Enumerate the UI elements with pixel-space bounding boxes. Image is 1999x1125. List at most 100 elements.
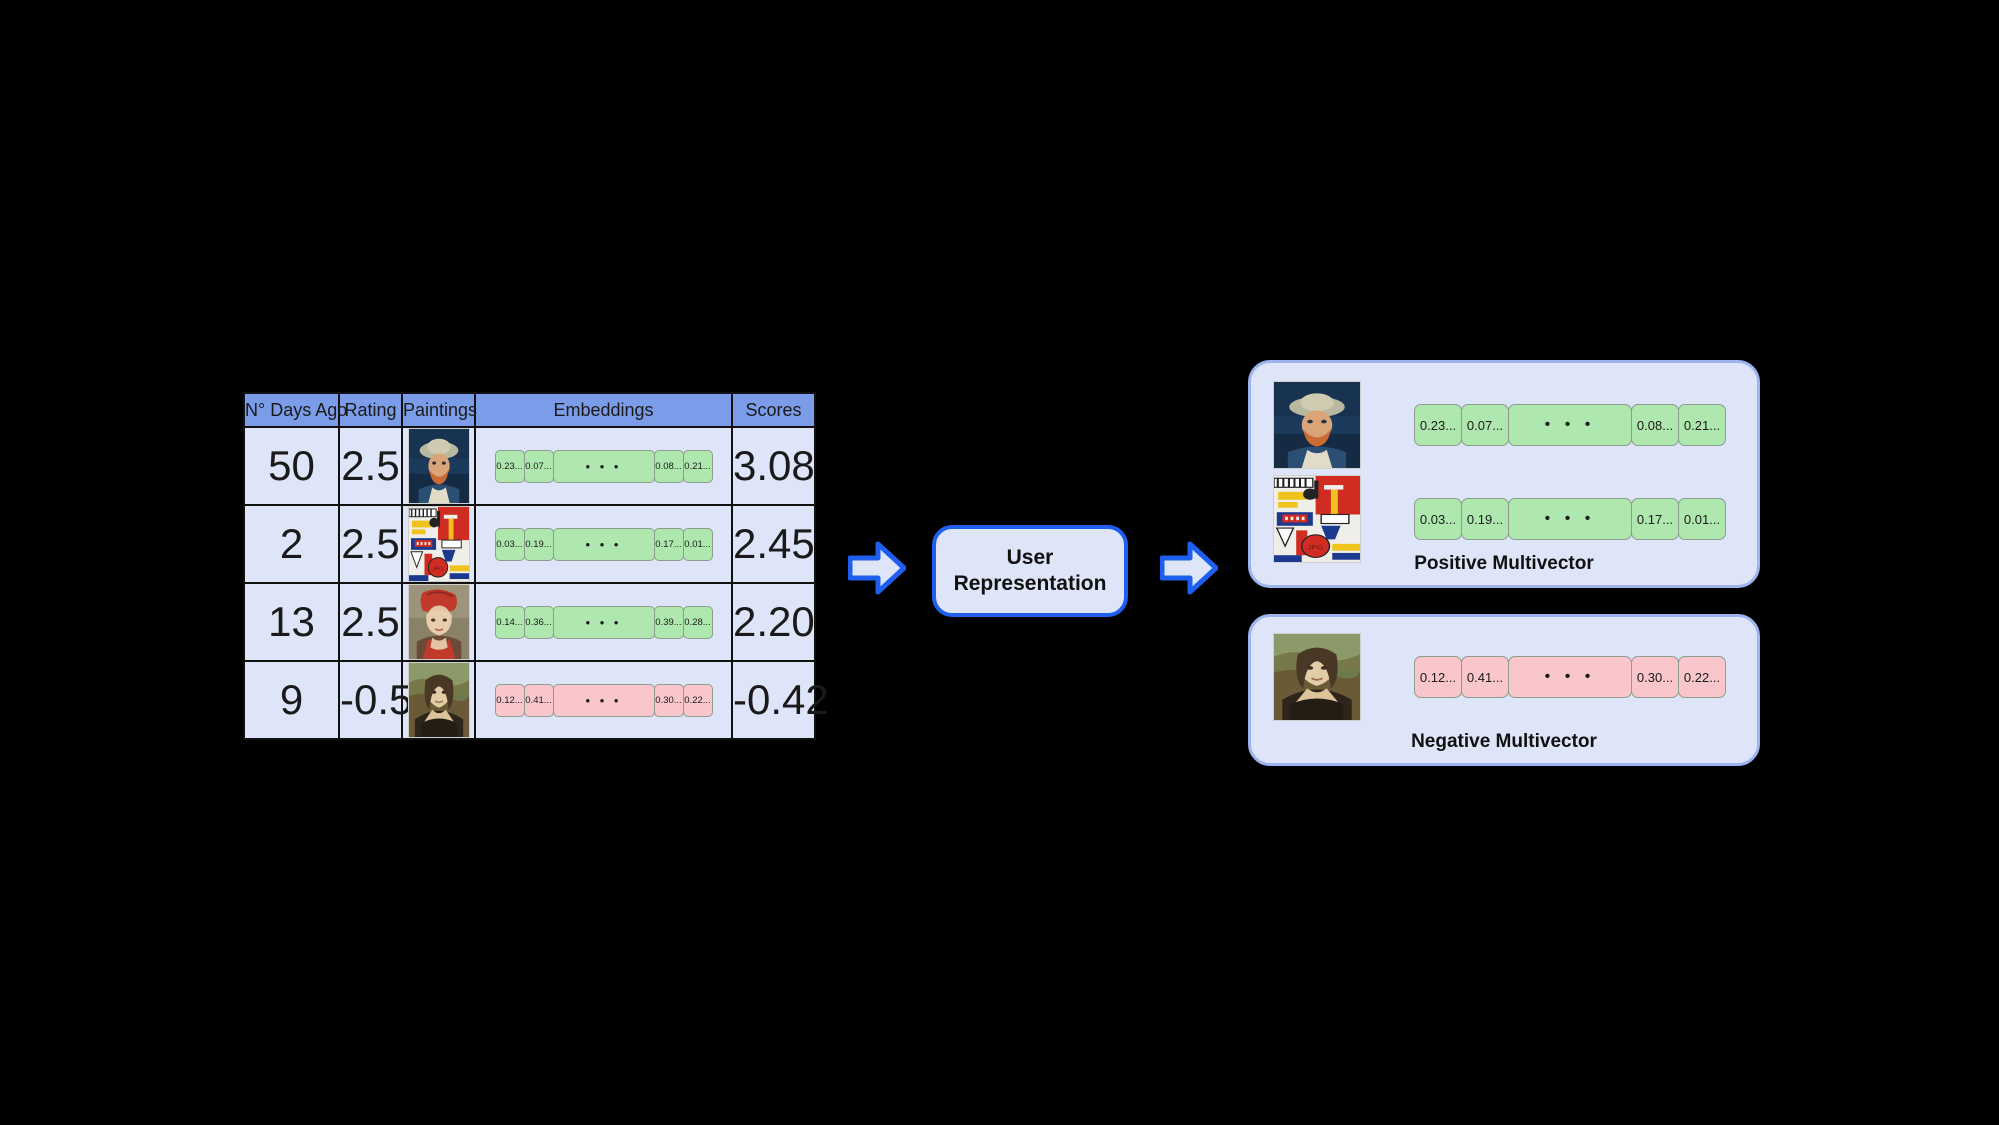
- embedding-bar-positive: 0.23... 0.07... • • • 0.08... 0.21...: [494, 449, 713, 483]
- user-representation-label-line1: User: [1006, 545, 1054, 569]
- column-header-scores: Scores: [731, 392, 816, 428]
- cell-score: 3.08: [731, 426, 816, 506]
- embedding-value: 0.03...: [494, 527, 525, 561]
- embedding-value: 0.07...: [523, 449, 554, 483]
- score-value: -0.42: [733, 676, 829, 723]
- multivector-value: 0.17...: [1631, 498, 1679, 540]
- positive-multivector-label: Positive Multivector: [1414, 553, 1594, 574]
- multivector-value: 0.08...: [1631, 404, 1679, 446]
- embedding-value: 0.21...: [682, 449, 713, 483]
- arrow-right-icon-output: [1160, 540, 1218, 596]
- multivector-value: 0.41...: [1461, 656, 1509, 698]
- cell-painting: JPG: [401, 504, 476, 584]
- negative-multivector-label: Negative Multivector: [1411, 731, 1597, 752]
- cell-days: 9: [243, 660, 340, 740]
- cell-days: 50: [243, 426, 340, 506]
- positive-multivector-panel: 0.23... 0.07... • • • 0.08... 0.21...: [1248, 360, 1760, 588]
- embedding-ellipsis: • • •: [552, 527, 655, 561]
- multivector-row: 0.23... 0.07... • • • 0.08... 0.21...: [1273, 381, 1726, 469]
- multivector-value: 0.30...: [1631, 656, 1679, 698]
- multivector-bar-positive: 0.03... 0.19... • • • 0.17... 0.01...: [1414, 498, 1726, 540]
- user-representation-label-line2: Representation: [953, 572, 1107, 595]
- painting-thumbnail-mona-lisa: [407, 662, 470, 738]
- embedding-value: 0.19...: [523, 527, 554, 561]
- column-header-days: N° Days Ago: [243, 392, 347, 428]
- multivector-value: 0.12...: [1414, 656, 1462, 698]
- multivector-ellipsis: • • •: [1508, 656, 1632, 698]
- score-value: 3.08: [733, 442, 815, 489]
- user-representation-box: User Representation: [932, 525, 1128, 617]
- embedding-value: 0.28...: [682, 605, 713, 639]
- multivector-value: 0.22...: [1678, 656, 1726, 698]
- painting-thumbnail-van-gogh: [407, 428, 470, 504]
- column-header-paintings: Paintings: [401, 392, 477, 428]
- table-row: 9 -0.5: [243, 660, 829, 740]
- cell-embedding: 0.03... 0.19... • • • 0.17... 0.01...: [474, 504, 733, 584]
- cell-days: 13: [243, 582, 340, 662]
- cell-rating: -0.5: [338, 660, 412, 740]
- multivector-ellipsis: • • •: [1508, 498, 1632, 540]
- embedding-bar-negative: 0.12... 0.41... • • • 0.30... 0.22...: [494, 683, 713, 717]
- svg-text:JPG: JPG: [1308, 543, 1324, 551]
- cell-embedding: 0.14... 0.36... • • • 0.39... 0.28...: [474, 582, 733, 662]
- rating-value: -0.5: [340, 676, 413, 723]
- embedding-value: 0.30...: [653, 683, 684, 717]
- embedding-value: 0.36...: [523, 605, 554, 639]
- embedding-ellipsis: • • •: [552, 449, 655, 483]
- negative-multivector-panel: 0.12... 0.41... • • • 0.30... 0.22... Ne…: [1248, 614, 1760, 766]
- embedding-value: 0.01...: [682, 527, 713, 561]
- multivector-row: JPG 0.03... 0.19... • • • 0.17... 0.01..…: [1273, 475, 1726, 563]
- multivector-value: 0.19...: [1461, 498, 1509, 540]
- multivector-row: 0.12... 0.41... • • • 0.30... 0.22...: [1273, 633, 1726, 721]
- cell-rating: 2.5: [338, 426, 403, 506]
- cell-score: 2.45: [731, 504, 816, 584]
- embedding-value: 0.14...: [494, 605, 525, 639]
- table-header-row: N° Days Ago Rating Paintings Embeddings …: [243, 392, 816, 428]
- painting-thumbnail-cubist-instruments: JPG: [1273, 475, 1361, 563]
- painting-thumbnail-van-gogh: [1273, 381, 1361, 469]
- column-header-rating: Rating: [338, 392, 403, 428]
- embedding-value: 0.12...: [494, 683, 525, 717]
- multivector-value: 0.01...: [1678, 498, 1726, 540]
- painting-thumbnail-cubist-instruments: JPG: [407, 506, 470, 582]
- days-value: 2: [279, 520, 304, 567]
- cell-painting: [401, 660, 476, 740]
- table-row: 13 2.5: [243, 582, 816, 662]
- embedding-bar-positive: 0.03... 0.19... • • • 0.17... 0.01...: [494, 527, 713, 561]
- cell-painting: [401, 582, 476, 662]
- cell-rating: 2.5: [338, 504, 403, 584]
- score-value: 2.45: [733, 520, 815, 567]
- embedding-ellipsis: • • •: [552, 605, 655, 639]
- column-header-embeddings: Embeddings: [474, 392, 733, 428]
- cell-score: 2.20: [731, 582, 816, 662]
- user-representation-label: User Representation: [948, 545, 1113, 598]
- days-value: 13: [268, 598, 315, 645]
- embedding-value: 0.17...: [653, 527, 684, 561]
- cell-rating: 2.5: [338, 582, 403, 662]
- arrow-right-icon-input: [848, 540, 906, 596]
- table-row: 50 2.5: [243, 426, 816, 506]
- embedding-value: 0.23...: [494, 449, 525, 483]
- rating-value: 2.5: [341, 520, 400, 567]
- painting-thumbnail-woman-red-turban: [407, 584, 470, 660]
- multivector-value: 0.23...: [1414, 404, 1462, 446]
- multivector-bar-positive: 0.23... 0.07... • • • 0.08... 0.21...: [1414, 404, 1726, 446]
- embedding-value: 0.08...: [653, 449, 684, 483]
- embedding-ellipsis: • • •: [552, 683, 655, 717]
- table-row: 2 2.5: [243, 504, 816, 584]
- days-value: 50: [268, 442, 315, 489]
- score-value: 2.20: [733, 598, 815, 645]
- painting-thumbnail-mona-lisa: [1273, 633, 1361, 721]
- multivector-value: 0.03...: [1414, 498, 1462, 540]
- user-history-table: N° Days Ago Rating Paintings Embeddings …: [243, 392, 829, 740]
- days-value: 9: [279, 676, 304, 723]
- multivector-bar-negative: 0.12... 0.41... • • • 0.30... 0.22...: [1414, 656, 1726, 698]
- embedding-bar-positive: 0.14... 0.36... • • • 0.39... 0.28...: [494, 605, 713, 639]
- cell-embedding: 0.12... 0.41... • • • 0.30... 0.22...: [474, 660, 733, 740]
- svg-text:JPG: JPG: [432, 566, 444, 572]
- rating-value: 2.5: [341, 598, 400, 645]
- rating-value: 2.5: [341, 442, 400, 489]
- multivector-value: 0.07...: [1461, 404, 1509, 446]
- embedding-value: 0.41...: [523, 683, 554, 717]
- cell-days: 2: [243, 504, 340, 584]
